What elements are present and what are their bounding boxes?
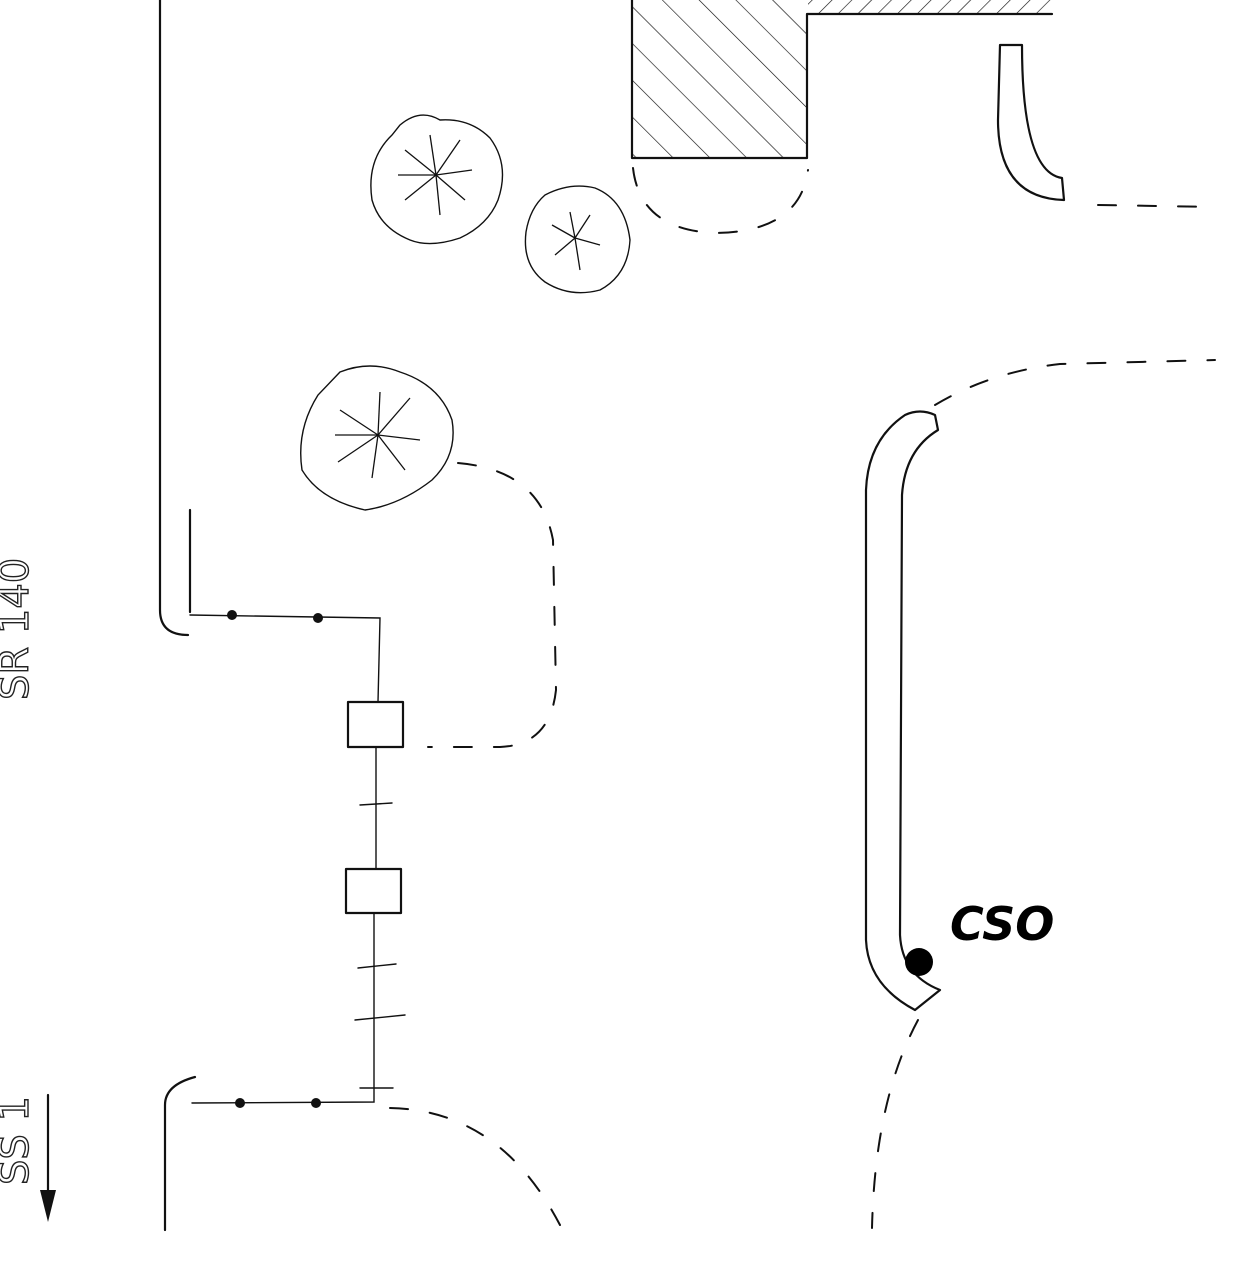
utility-box-icon bbox=[346, 700, 405, 749]
tree-icon bbox=[524, 185, 631, 294]
utility-box-icon bbox=[344, 867, 403, 915]
building bbox=[630, 0, 1054, 160]
tree-icon bbox=[300, 365, 454, 511]
curb-island-long bbox=[864, 410, 942, 1012]
road-label-upper: SR 140 bbox=[0, 558, 38, 700]
tree-icon bbox=[370, 114, 504, 245]
direction-arrow-icon bbox=[40, 1093, 56, 1222]
cso-label: CSO bbox=[950, 897, 1054, 951]
curb-island-top bbox=[996, 43, 1066, 202]
road-label-lower: SS 1 bbox=[0, 1096, 38, 1185]
fence bbox=[189, 610, 406, 1108]
dashed-edges bbox=[389, 167, 1216, 1229]
road-edge-left bbox=[158, 0, 197, 1232]
cso-marker bbox=[905, 948, 933, 976]
